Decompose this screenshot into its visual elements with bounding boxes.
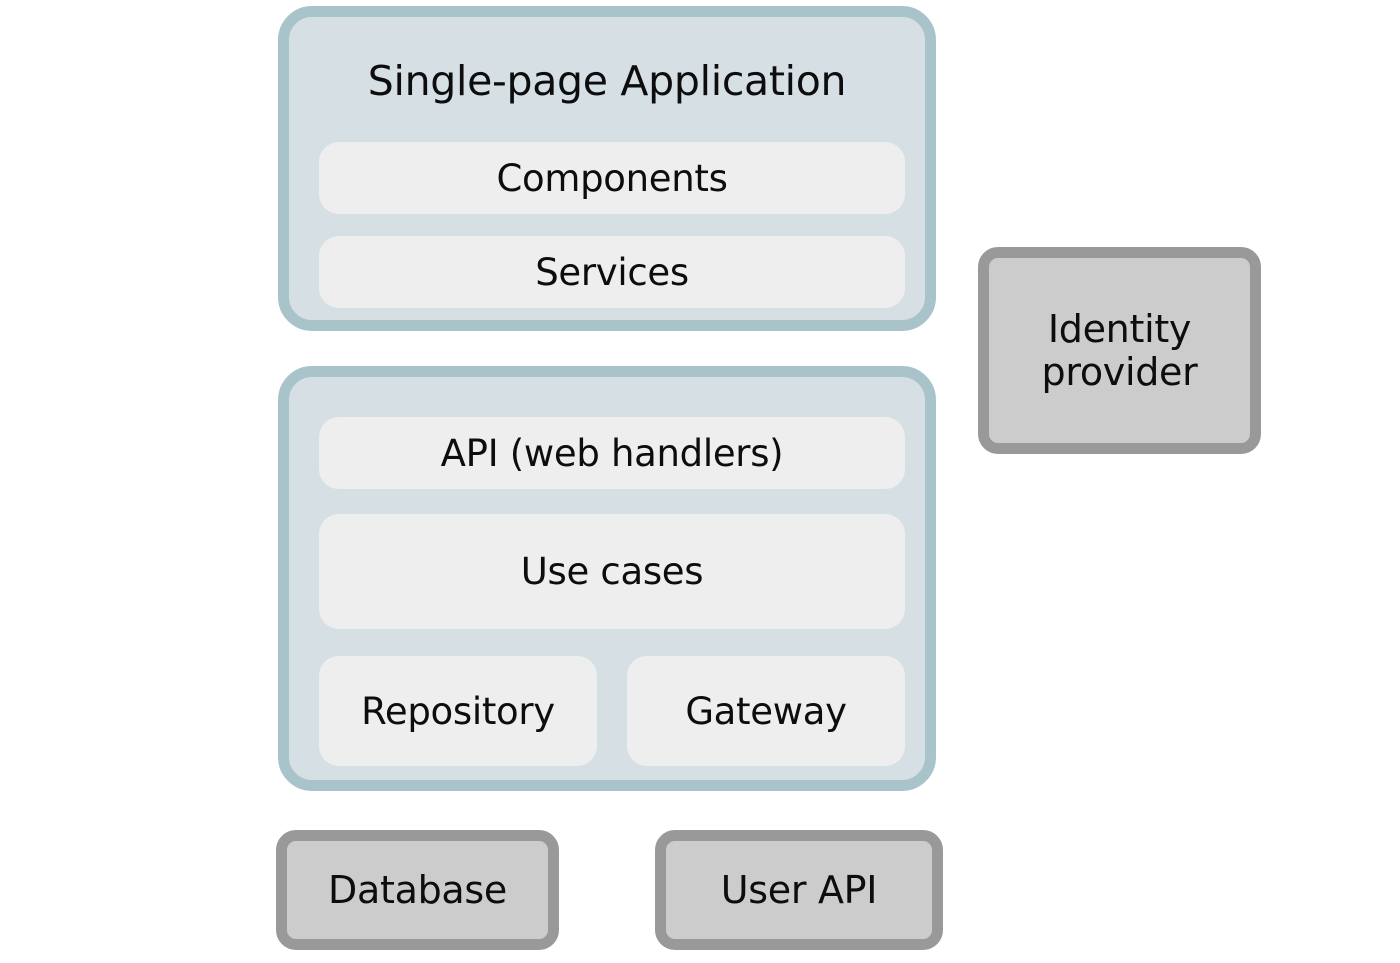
backend-component-repository-label: Repository: [361, 689, 555, 733]
external-system-identity-provider-label: Identity provider: [1041, 306, 1198, 394]
single-page-application-title: Single-page Application: [367, 57, 847, 105]
external-system-database[interactable]: Database: [276, 830, 559, 950]
backend-component-api-label: API (web handlers): [440, 431, 784, 475]
backend-application-panel[interactable]: API (web handlers) Use cases Repository …: [278, 366, 936, 791]
spa-component-services[interactable]: Services: [319, 236, 905, 308]
backend-component-use-cases-label: Use cases: [520, 550, 704, 593]
spa-component-components-label: Components: [496, 156, 728, 200]
external-system-user-api-label: User API: [720, 867, 878, 912]
single-page-application-panel[interactable]: Single-page Application Components Servi…: [278, 6, 936, 331]
backend-component-use-cases[interactable]: Use cases: [319, 514, 905, 629]
external-system-user-api[interactable]: User API: [655, 830, 943, 950]
backend-component-api[interactable]: API (web handlers): [319, 417, 905, 489]
backend-component-gateway[interactable]: Gateway: [627, 656, 905, 766]
external-system-identity-provider[interactable]: Identity provider: [978, 247, 1261, 454]
spa-component-components[interactable]: Components: [319, 142, 905, 214]
backend-component-repository[interactable]: Repository: [319, 656, 597, 766]
spa-component-services-label: Services: [535, 250, 689, 294]
backend-component-gateway-label: Gateway: [685, 689, 847, 733]
external-system-database-label: Database: [328, 867, 507, 912]
